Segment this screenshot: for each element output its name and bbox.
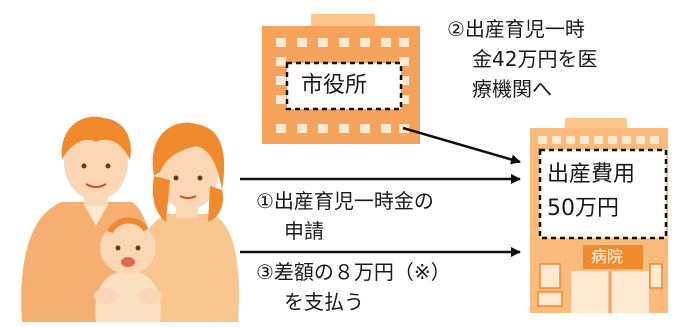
step3-line2: を支払う [284, 290, 364, 314]
hospital-cost-line2: 50万円 [547, 196, 619, 221]
city-office-label-box [285, 61, 403, 111]
hospital-sign [583, 245, 643, 269]
family-illustration [21, 116, 239, 322]
hospital-cost-box [538, 148, 668, 240]
step1-line2: 申請 [284, 219, 324, 243]
step2-line1: ②出産育児一時 [447, 17, 585, 41]
step1-line1: ①出産育児一時金の [256, 189, 434, 213]
hospital-sign-label: 病院 [591, 247, 624, 266]
step3-line1: ③差額の８万円（※） [256, 260, 451, 284]
city-office-label: 市役所 [301, 73, 368, 98]
hospital-cost-line1: 出産費用 [547, 162, 636, 187]
step2-line3: 療機関へ [472, 77, 552, 101]
hospital-building [530, 118, 668, 313]
arrow-city-to-hospital [402, 126, 521, 165]
step2-line2: 金42万円を医 [472, 47, 598, 71]
